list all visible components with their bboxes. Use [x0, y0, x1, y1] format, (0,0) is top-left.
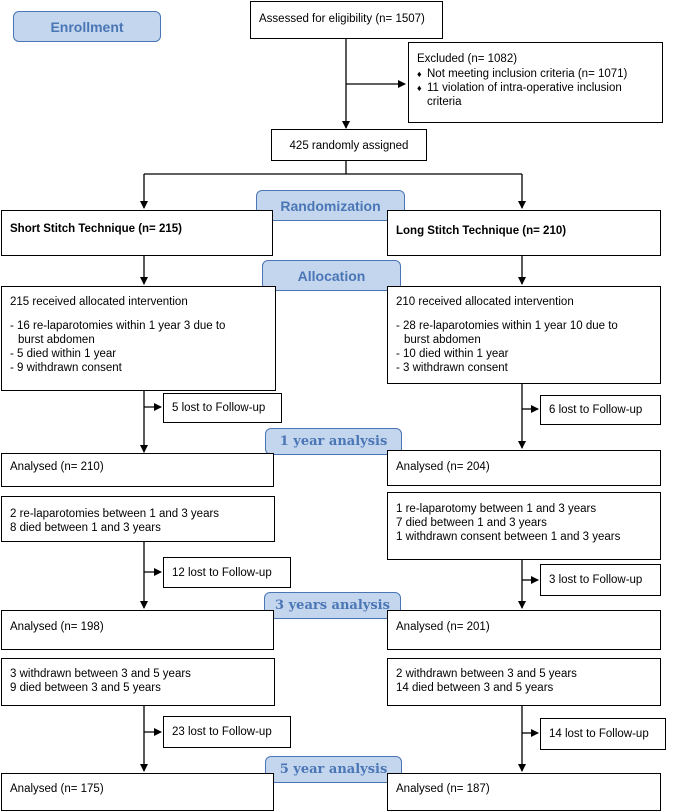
stage-allocation: Allocation [262, 260, 401, 291]
short-analysed-year5-box: Analysed (n= 175) [1, 773, 274, 811]
long-lost-year3: 3 lost to Follow-up [549, 574, 643, 586]
long-analysed-year3-box: Analysed (n= 201) [387, 610, 661, 650]
long-lost-year3-box: 3 lost to Follow-up [540, 564, 661, 596]
randomized-box: 425 randomly assigned [271, 129, 427, 161]
bullet-icon: ♦ [417, 69, 422, 79]
short-analysed-year3: Analysed (n= 198) [10, 621, 104, 633]
excluded-item-2-cont: criteria [427, 96, 462, 108]
stage-enrollment: Enrollment [13, 11, 161, 42]
short-lost-year1-box: 5 lost to Follow-up [163, 393, 282, 423]
long-analysed-year1-box: Analysed (n= 204) [387, 450, 661, 486]
short-lost-year3: 12 lost to Follow-up [172, 567, 272, 579]
long-lost-year1: 6 lost to Follow-up [549, 404, 643, 416]
short-died: - 5 died within 1 year [10, 348, 117, 360]
long-received: 210 received allocated intervention [396, 296, 574, 308]
stage-year3: 3 years analysis [264, 592, 401, 619]
short-analysed-year5: Analysed (n= 175) [10, 783, 104, 795]
short-relaparotomies: - 16 re-laparotomies within 1 year 3 due… [10, 320, 226, 332]
assessed-box: Assessed for eligibility (n= 1507) [250, 1, 443, 39]
stage-year1: 1 year analysis [265, 428, 402, 455]
short-mid-year3-line2: 9 died between 3 and 5 years [10, 682, 161, 694]
short-mid-year3-box: 3 withdrawn between 3 and 5 years 9 died… [1, 658, 275, 706]
stage-year5: 5 year analysis [265, 756, 402, 783]
long-analysed-year5: Analysed (n= 187) [396, 783, 490, 795]
excluded-title: Excluded (n= 1082) [417, 53, 518, 65]
long-relaparotomies-cont: burst abdomen [404, 334, 481, 346]
long-lost-year1-box: 6 lost to Follow-up [540, 395, 661, 425]
short-mid-year3-line1: 3 withdrawn between 3 and 5 years [10, 668, 191, 680]
short-analysed-year1: Analysed (n= 210) [10, 461, 104, 473]
excluded-item-2: 11 violation of intra-operative inclusio… [427, 82, 622, 94]
short-group-box: Short Stitch Technique (n= 215) [1, 210, 273, 256]
long-allocation-box: 210 received allocated intervention - 28… [387, 286, 661, 384]
short-received: 215 received allocated intervention [10, 296, 188, 308]
long-analysed-year1: Analysed (n= 204) [396, 461, 490, 473]
short-lost-year5: 23 lost to Follow-up [172, 726, 272, 738]
long-mid-year1-line2: 7 died between 1 and 3 years [396, 517, 547, 529]
short-lost-year5-box: 23 lost to Follow-up [163, 716, 291, 748]
excluded-box: Excluded (n= 1082) ♦ Not meeting inclusi… [408, 42, 663, 123]
long-mid-year3-line2: 14 died between 3 and 5 years [396, 682, 554, 694]
long-relaparotomies: - 28 re-laparotomies within 1 year 10 du… [396, 320, 618, 332]
long-group-box: Long Stitch Technique (n= 210) [387, 210, 661, 256]
long-analysed-year5-box: Analysed (n= 187) [387, 773, 661, 811]
short-lost-year3-box: 12 lost to Follow-up [163, 557, 291, 588]
long-analysed-year3: Analysed (n= 201) [396, 621, 490, 633]
long-group-title: Long Stitch Technique (n= 210) [396, 225, 567, 237]
assessed-text: Assessed for eligibility (n= 1507) [259, 13, 425, 25]
short-allocation-box: 215 received allocated intervention - 16… [1, 286, 276, 391]
randomized-text: 425 randomly assigned [289, 140, 409, 152]
short-relaparotomies-cont: burst abdomen [18, 334, 95, 346]
bullet-icon: ♦ [417, 83, 422, 93]
long-died: - 10 died within 1 year [396, 348, 509, 360]
short-analysed-year1-box: Analysed (n= 210) [1, 453, 274, 487]
stage-randomization: Randomization [256, 190, 405, 221]
long-lost-year5-box: 14 lost to Follow-up [540, 718, 666, 750]
long-mid-year3-box: 2 withdrawn between 3 and 5 years 14 die… [387, 658, 661, 706]
short-analysed-year3-box: Analysed (n= 198) [1, 610, 274, 650]
short-group-title: Short Stitch Technique (n= 215) [10, 223, 182, 235]
short-lost-year1: 5 lost to Follow-up [172, 402, 266, 414]
excluded-item-1: Not meeting inclusion criteria (n= 1071) [427, 68, 628, 80]
long-mid-year1-line3: 1 withdrawn consent between 1 and 3 year… [396, 531, 621, 543]
short-mid-year1-line1: 2 re-laparotomies between 1 and 3 years [10, 508, 220, 520]
long-mid-year3-line1: 2 withdrawn between 3 and 5 years [396, 668, 577, 680]
short-mid-year1-box: 2 re-laparotomies between 1 and 3 years … [1, 496, 275, 542]
short-mid-year1-line2: 8 died between 1 and 3 years [10, 522, 161, 534]
long-mid-year1-line1: 1 re-laparotomy between 1 and 3 years [396, 503, 597, 515]
short-withdrawn: - 9 withdrawn consent [10, 362, 122, 374]
long-lost-year5: 14 lost to Follow-up [549, 728, 649, 740]
long-mid-year1-box: 1 re-laparotomy between 1 and 3 years 7 … [387, 492, 661, 560]
long-withdrawn: - 3 withdrawn consent [396, 362, 508, 374]
